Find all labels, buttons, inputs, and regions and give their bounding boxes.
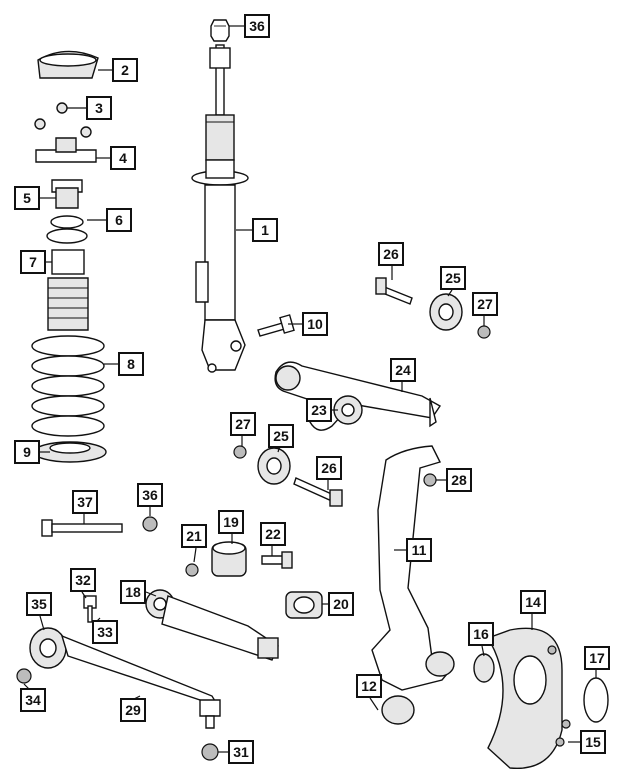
callout-18: 18 <box>120 580 146 604</box>
part-bushing-20 <box>285 591 323 619</box>
callout-14: 14 <box>520 590 546 614</box>
callout-35: 35 <box>26 592 52 616</box>
part-bolt-32 <box>83 595 97 623</box>
part-nut-27b <box>233 445 247 459</box>
part-bolts-15 <box>547 645 571 747</box>
callout-27: 27 <box>230 412 256 436</box>
callout-36: 36 <box>244 14 270 38</box>
callout-31: 31 <box>228 740 254 764</box>
callout-19: 19 <box>218 510 244 534</box>
callout-32: 32 <box>70 568 96 592</box>
callout-7: 7 <box>20 250 46 274</box>
callout-36: 36 <box>137 483 163 507</box>
part-tension-strut <box>145 589 279 661</box>
part-upper-seat-cap <box>37 50 99 79</box>
part-bolt-10 <box>257 314 295 337</box>
callout-22: 22 <box>260 522 286 546</box>
part-upper-bearing <box>51 179 83 209</box>
callout-12: 12 <box>356 674 382 698</box>
callout-25: 25 <box>440 266 466 290</box>
part-bolt-22 <box>261 551 293 569</box>
callout-9: 9 <box>14 440 40 464</box>
callout-2: 2 <box>112 58 138 82</box>
part-upper-mount <box>35 137 97 163</box>
part-coil-spring <box>31 335 105 437</box>
part-nut-31 <box>201 743 219 761</box>
part-bushing-25a <box>429 293 463 331</box>
callout-5: 5 <box>14 186 40 210</box>
part-dust-boot <box>47 249 89 331</box>
callout-1: 1 <box>252 218 278 242</box>
part-strut <box>191 44 249 373</box>
callout-4: 4 <box>110 146 136 170</box>
part-strut-nut <box>210 19 230 42</box>
part-nut-28 <box>423 473 437 487</box>
callout-24: 24 <box>390 358 416 382</box>
callout-23: 23 <box>306 398 332 422</box>
part-dust-shield-14 <box>486 627 563 770</box>
part-bushing-25b <box>257 447 291 485</box>
part-steering-knuckle <box>371 445 455 725</box>
callout-27: 27 <box>472 292 498 316</box>
callout-26: 26 <box>378 242 404 266</box>
callout-20: 20 <box>328 592 354 616</box>
callout-16: 16 <box>468 622 494 646</box>
callout-34: 34 <box>20 688 46 712</box>
callout-15: 15 <box>580 730 606 754</box>
part-nut-27a <box>477 325 491 339</box>
part-nut-36b <box>142 516 158 532</box>
part-bushing-19 <box>211 541 247 577</box>
part-bolt-37 <box>41 519 123 537</box>
part-bolt-26a <box>375 277 413 305</box>
part-cap-17 <box>583 677 609 723</box>
part-lower-control-arm <box>29 627 221 729</box>
callout-21: 21 <box>181 524 207 548</box>
callout-17: 17 <box>584 646 610 670</box>
part-hub-nut-16 <box>473 653 495 683</box>
callout-26: 26 <box>316 456 342 480</box>
callout-29: 29 <box>120 698 146 722</box>
part-lower-spring-seat <box>33 441 107 463</box>
part-mount-nuts <box>34 102 92 138</box>
callout-6: 6 <box>106 208 132 232</box>
callout-28: 28 <box>446 468 472 492</box>
callout-33: 33 <box>92 620 118 644</box>
part-nut-34 <box>16 668 32 684</box>
callout-3: 3 <box>86 96 112 120</box>
callout-37: 37 <box>72 490 98 514</box>
part-spring-isolator <box>46 215 88 244</box>
part-nut-21 <box>185 563 199 577</box>
callout-11: 11 <box>406 538 432 562</box>
callout-25: 25 <box>268 424 294 448</box>
callout-10: 10 <box>302 312 328 336</box>
callout-8: 8 <box>118 352 144 376</box>
part-bolt-26b <box>293 477 343 507</box>
